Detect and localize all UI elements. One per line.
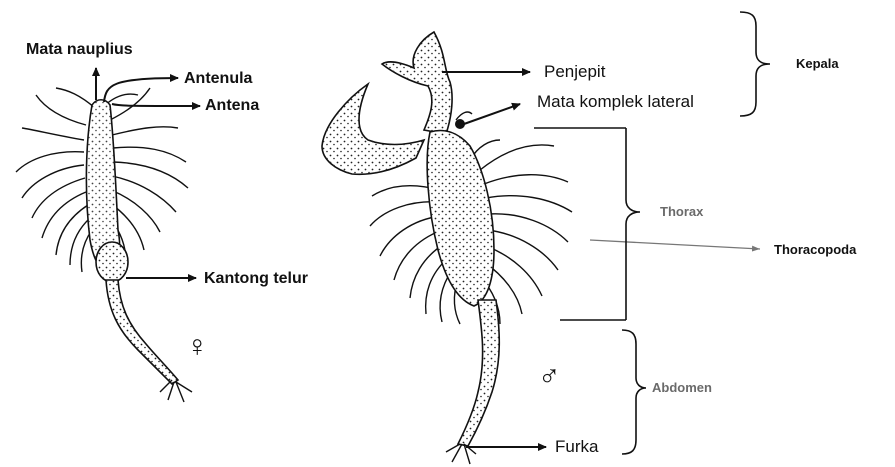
label-thoracopoda: Thoracopoda bbox=[774, 242, 857, 257]
label-mata-komplek-lateral: Mata komplek lateral bbox=[537, 92, 694, 111]
male-specimen: Penjepit Mata komplek lateral Thoracopod… bbox=[322, 12, 857, 464]
label-kantong-telur: Kantong telur bbox=[204, 270, 308, 287]
bracket-kepala bbox=[740, 12, 770, 116]
arrow-thoracopoda bbox=[590, 240, 760, 249]
bracket-thorax bbox=[534, 128, 640, 320]
label-antena: Antena bbox=[205, 97, 259, 114]
label-penjepit: Penjepit bbox=[544, 62, 606, 81]
female-symbol: ♀ bbox=[186, 330, 209, 363]
label-thorax: Thorax bbox=[660, 204, 704, 219]
arrow-antena bbox=[112, 104, 200, 106]
label-abdomen: Abdomen bbox=[652, 380, 712, 395]
label-kepala: Kepala bbox=[796, 56, 839, 71]
label-furka: Furka bbox=[555, 437, 599, 456]
female-specimen: Mata nauplius Antenula Antena Kantong te… bbox=[16, 41, 308, 402]
label-mata-nauplius: Mata nauplius bbox=[26, 41, 133, 58]
male-symbol: ♂ bbox=[538, 360, 561, 393]
arrow-mata-komplek-lateral bbox=[464, 104, 520, 124]
male-compound-eye bbox=[455, 119, 465, 129]
bracket-abdomen bbox=[622, 330, 646, 454]
female-furca bbox=[160, 380, 192, 402]
label-antenula: Antenula bbox=[184, 70, 253, 87]
